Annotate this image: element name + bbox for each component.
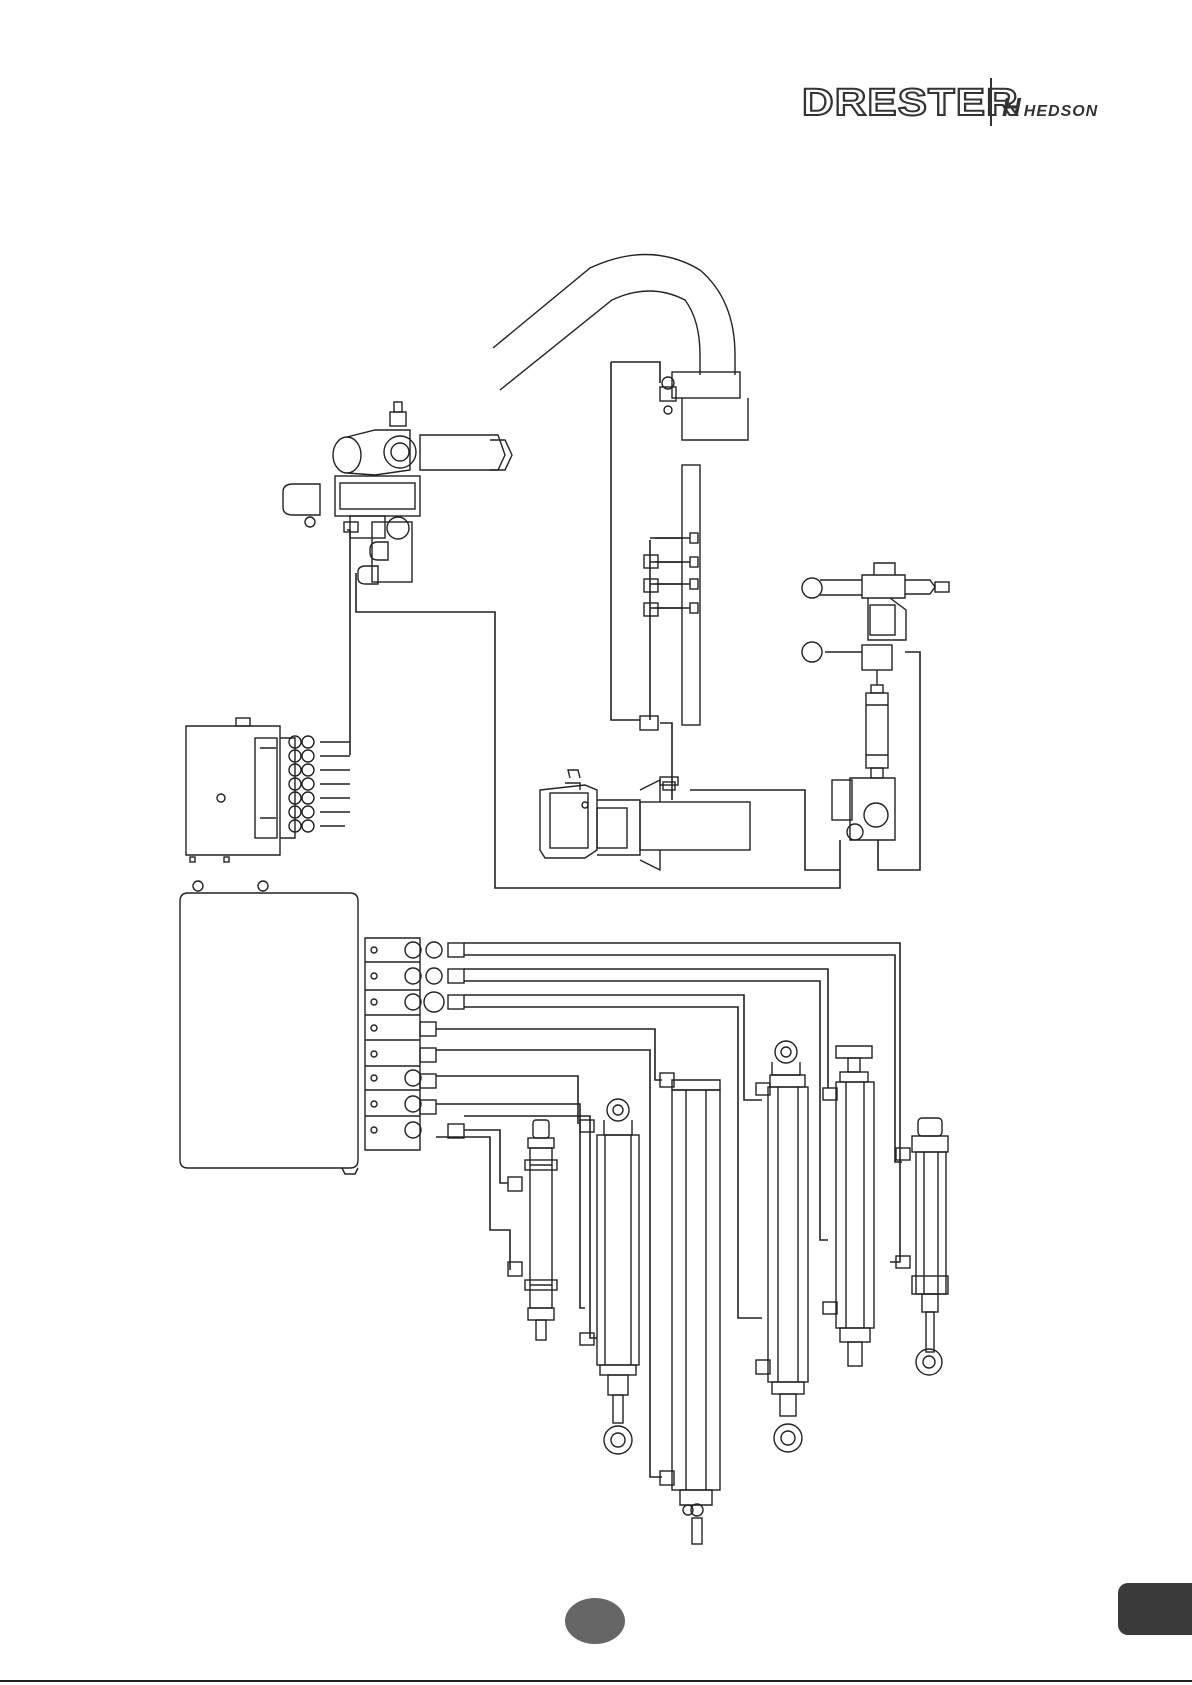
cylinder-right	[896, 1118, 948, 1375]
cylinder-2	[580, 1099, 639, 1454]
distribution-manifold	[640, 465, 700, 730]
cylinder-small-left	[508, 1120, 557, 1340]
main-valve-block	[180, 881, 464, 1174]
lubricator-unit	[802, 563, 949, 840]
horizontal-cylinder	[540, 770, 750, 870]
page-number-badge	[565, 1598, 625, 1644]
cylinder-5	[823, 1046, 874, 1366]
cylinder-long-center	[660, 1073, 720, 1544]
small-valve-block	[186, 718, 314, 862]
filter-regulator-assembly	[283, 402, 512, 584]
bottom-rule	[0, 1680, 1192, 1682]
section-tab	[1118, 1583, 1192, 1635]
cylinder-4	[756, 1041, 808, 1452]
curved-arm	[493, 254, 748, 440]
tubing	[320, 362, 920, 1477]
